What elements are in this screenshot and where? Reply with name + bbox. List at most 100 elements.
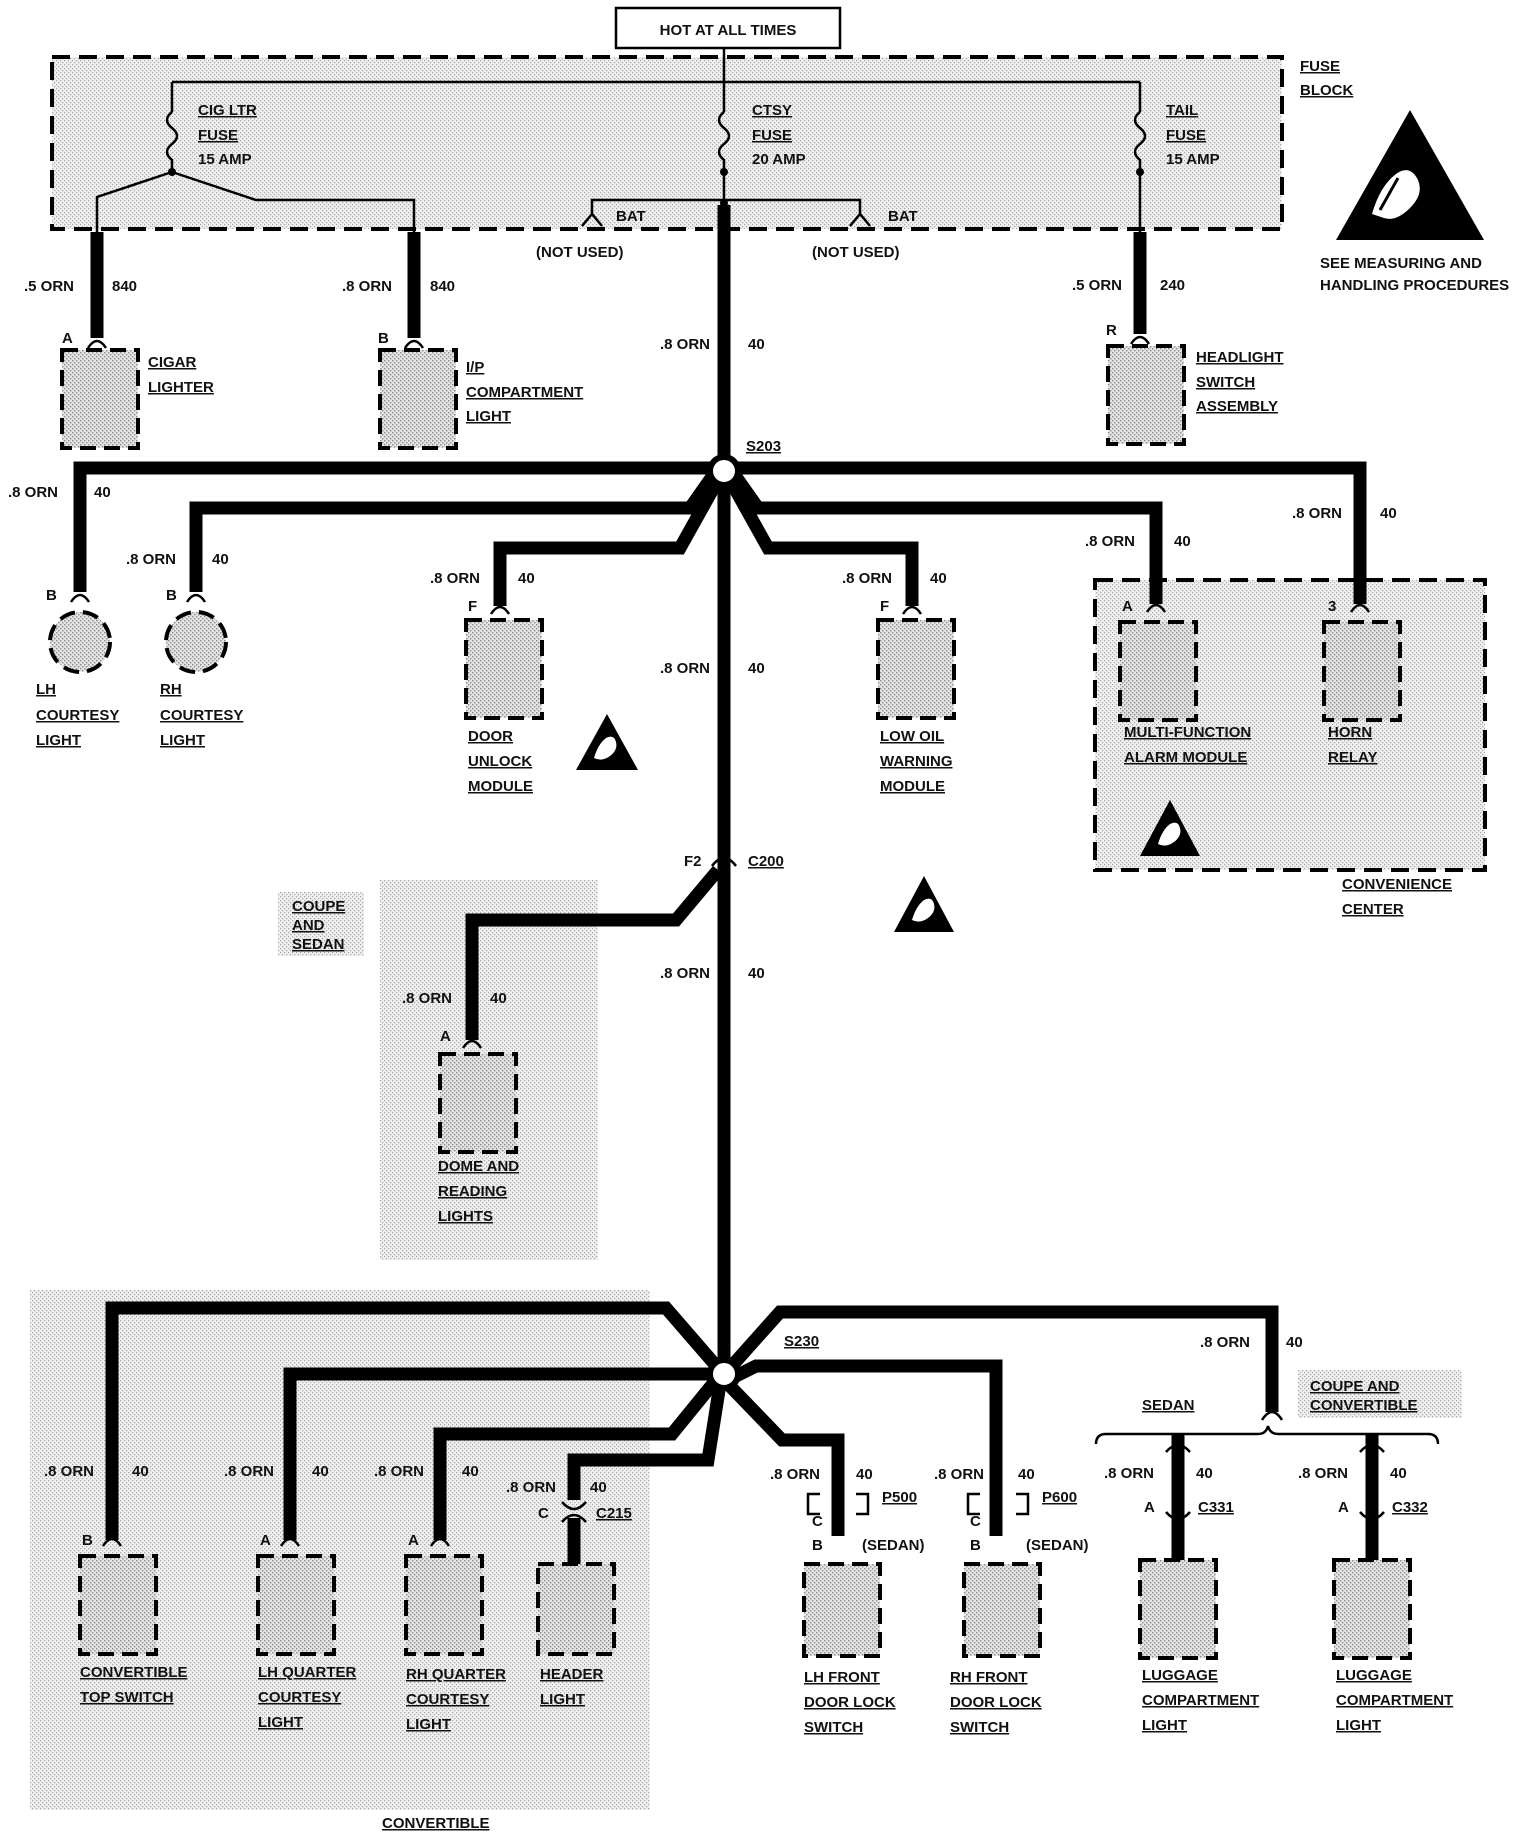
c200-connector <box>711 856 737 867</box>
circuit-header-light: 40 <box>590 1479 607 1496</box>
circuit-luggage-left: 40 <box>1196 1465 1213 1482</box>
gauge-rh-courtesy: .8 ORN <box>126 551 176 568</box>
gauge-luggage-feed: .8 ORN <box>1200 1334 1250 1351</box>
ip-compartment-light <box>378 348 458 450</box>
esd-warning-icon <box>1336 110 1484 240</box>
ip-label-1: I/P <box>466 359 484 376</box>
p600-connector <box>966 1492 1030 1516</box>
wire-lh-courtesy <box>73 461 724 592</box>
c331-connector <box>1165 1443 1191 1521</box>
ip-label-3: LIGHT <box>466 408 511 425</box>
horn-relay-label-2: RELAY <box>1328 749 1377 766</box>
p500-pin-c: C <box>812 1513 823 1530</box>
tail-fuse-line1: TAIL <box>1166 102 1198 119</box>
circuit-trunk-2: 40 <box>748 660 765 677</box>
esd-warning-icon-door <box>576 714 638 770</box>
gauge-convertible-top: .8 ORN <box>44 1463 94 1480</box>
header-light-label-2: LIGHT <box>540 1691 585 1708</box>
lh-courtesy-terminal <box>69 593 91 603</box>
circuit-luggage-right: 40 <box>1390 1465 1407 1482</box>
rh-front-lock-label-3: SWITCH <box>950 1719 1009 1736</box>
circuit-luggage-feed: 40 <box>1286 1334 1303 1351</box>
ctsy-fuse-line1: CTSY <box>752 102 792 119</box>
gauge-trunk-3: .8 ORN <box>660 965 710 982</box>
lh-courtesy-pin: B <box>46 587 57 604</box>
rh-quarter-terminal <box>429 1537 451 1547</box>
cig-fuse-line2: FUSE <box>198 127 238 144</box>
rh-quarter-label-2: COURTESY <box>406 1691 489 1708</box>
cigar-lighter-label-1: CIGAR <box>148 354 197 371</box>
convenience-center-label-1: CONVENIENCE <box>1342 876 1452 893</box>
luggage-connector-top <box>1260 1410 1284 1421</box>
luggage-right-label-1: LUGGAGE <box>1336 1667 1412 1684</box>
headlight-switch-assembly <box>1106 344 1186 446</box>
rh-quarter-courtesy-light <box>404 1554 484 1656</box>
wire-rh-courtesy <box>189 470 720 592</box>
rh-courtesy-pin: B <box>166 587 177 604</box>
wire-circuit-headlight: 240 <box>1160 277 1185 294</box>
lh-courtesy-label-3: LIGHT <box>36 732 81 749</box>
c200-pin: F2 <box>684 853 702 870</box>
multi-function-alarm-module <box>1118 620 1198 722</box>
gauge-door-unlock: .8 ORN <box>430 570 480 587</box>
ctsy-fuse-symbol <box>717 111 731 205</box>
p600-pin-b: B <box>970 1537 981 1554</box>
wire-convertible-top <box>105 1301 723 1540</box>
multi-function-terminal <box>1145 603 1167 613</box>
low-oil-label-1: LOW OIL <box>880 728 944 745</box>
splice-s230-label: S230 <box>784 1333 819 1350</box>
door-unlock-label-2: UNLOCK <box>468 753 532 770</box>
dome-terminal <box>461 1039 483 1049</box>
wire-lh-front-lock <box>723 1379 845 1536</box>
c332-connector <box>1359 1443 1385 1521</box>
fuse-busbar <box>170 48 1142 112</box>
low-oil-warning-module <box>876 618 956 720</box>
ip-terminal <box>403 339 425 349</box>
low-oil-label-3: MODULE <box>880 778 945 795</box>
gauge-lh-courtesy: .8 ORN <box>8 484 58 501</box>
gauge-horn-relay: .8 ORN <box>1292 505 1342 522</box>
tail-fuse-symbol <box>1133 111 1147 232</box>
circuit-lh-quarter: 40 <box>312 1463 329 1480</box>
luggage-left-label-1: LUGGAGE <box>1142 1667 1218 1684</box>
cig-fuse-symbol <box>165 111 179 172</box>
lh-quarter-label-2: COURTESY <box>258 1689 341 1706</box>
headlight-label-3: ASSEMBLY <box>1196 398 1278 415</box>
hot-at-all-times-label: HOT AT ALL TIMES <box>660 22 797 39</box>
gauge-lh-quarter: .8 ORN <box>224 1463 274 1480</box>
headlight-terminal <box>1129 335 1151 345</box>
splice-s203-label: S203 <box>746 438 781 455</box>
wire-low-oil <box>724 476 919 606</box>
circuit-convertible-top: 40 <box>132 1463 149 1480</box>
wire-rh-quarter <box>433 1375 722 1540</box>
wire-gauge-trunk-1: .8 ORN <box>660 336 710 353</box>
headlight-label-1: HEADLIGHT <box>1196 349 1284 366</box>
multi-function-pin: A <box>1122 598 1133 615</box>
wire-header-light <box>567 1382 727 1500</box>
lh-quarter-label-3: LIGHT <box>258 1714 303 1731</box>
bat-terminal-left <box>581 212 603 227</box>
fuse-block-label-2: BLOCK <box>1300 82 1353 99</box>
esd-warning-icon-convenience <box>1140 800 1200 856</box>
esd-note-line2: HANDLING PROCEDURES <box>1320 277 1509 294</box>
rh-courtesy-terminal <box>185 593 207 603</box>
bat-label-left: BAT <box>616 208 646 225</box>
coupe-convertible-label-1: COUPE AND <box>1310 1378 1400 1395</box>
wire-horn-relay <box>724 461 1367 604</box>
rh-courtesy-label-2: COURTESY <box>160 707 243 724</box>
circuit-rh-quarter: 40 <box>462 1463 479 1480</box>
coupe-sedan-label-1: COUPE <box>292 898 345 915</box>
rh-front-door-lock-switch <box>962 1562 1042 1658</box>
wire-gauge-headlight: .5 ORN <box>1072 277 1122 294</box>
bat-label-right: BAT <box>888 208 918 225</box>
coupe-convertible-label-2: CONVERTIBLE <box>1310 1397 1418 1414</box>
gauge-luggage-left: .8 ORN <box>1104 1465 1154 1482</box>
header-light-label-1: HEADER <box>540 1666 604 1683</box>
c331-label: C331 <box>1198 1499 1234 1516</box>
ctsy-fuse-line2: FUSE <box>752 127 792 144</box>
c215-label: C215 <box>596 1505 632 1522</box>
p600-sedan: (SEDAN) <box>1026 1537 1089 1554</box>
wire-circuit-cigar: 840 <box>112 278 137 295</box>
horn-relay-terminal <box>1349 603 1371 613</box>
door-unlock-module <box>464 618 544 720</box>
